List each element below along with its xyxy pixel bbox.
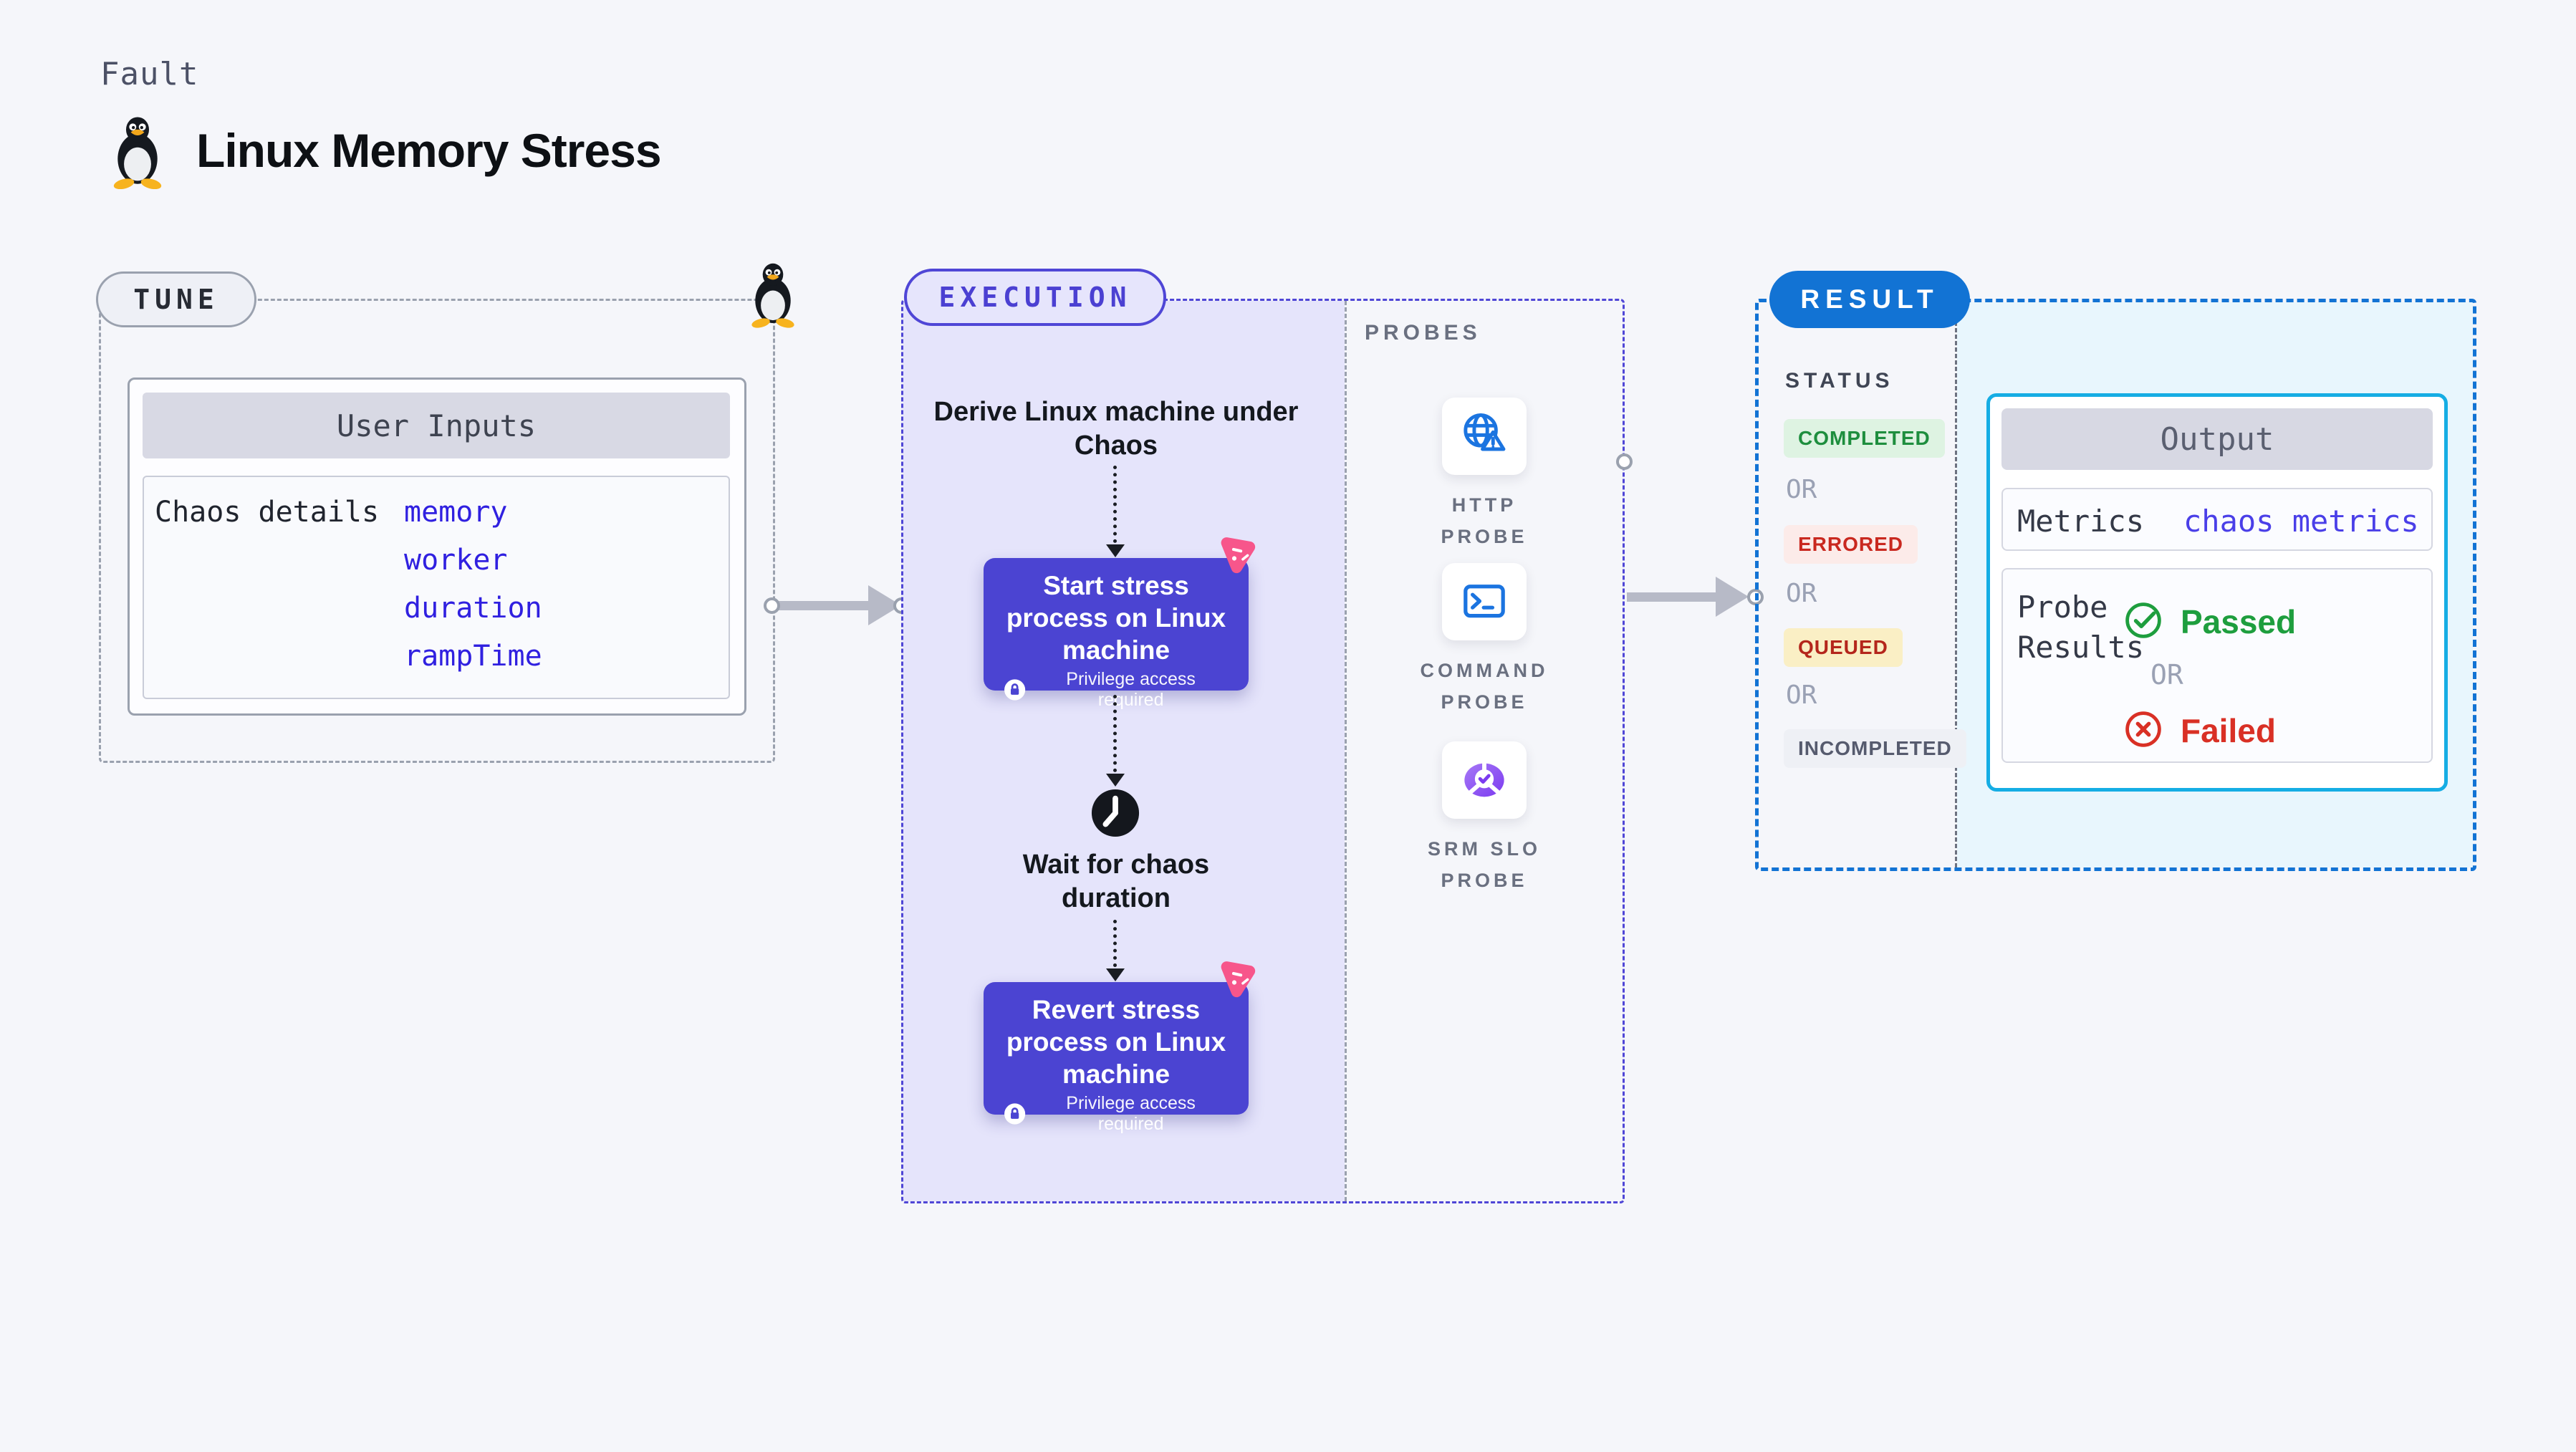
metrics-value: chaos metrics (2183, 504, 2419, 539)
x-circle-icon (2125, 711, 2161, 747)
metrics-row (2001, 488, 2433, 551)
execution-section-frame (901, 299, 1625, 1203)
or-separator: OR (1786, 475, 1817, 504)
probes-divider (1345, 301, 1347, 1201)
tux-penguin-icon (751, 263, 794, 328)
start-stress-node-title: Start stress process on Linux machine (1006, 571, 1226, 665)
status-badge-queued: QUEUED (1784, 628, 1903, 667)
user-inputs-title: User Inputs (143, 393, 730, 458)
chaos-pink-icon (1221, 961, 1256, 998)
tune-pill: TUNE (96, 271, 256, 327)
privilege-row: Privilege access required (1004, 1093, 1229, 1135)
or-separator: OR (2150, 659, 2183, 691)
lock-icon (1004, 679, 1026, 701)
derive-step-text: Derive Linux machine under Chaos (933, 397, 1299, 461)
flow-dotted-line (1113, 466, 1117, 543)
privilege-text: Privilege access required (1066, 1093, 1196, 1134)
input-value-worker: worker (404, 544, 508, 577)
or-separator: OR (1786, 681, 1817, 710)
status-label: STATUS (1785, 369, 1894, 393)
execution-pill: EXECUTION (904, 269, 1166, 326)
srm-slo-probe-card (1442, 741, 1527, 819)
flow-arrowhead (1106, 968, 1125, 981)
probe-results-label: Probe Results (2017, 590, 2145, 665)
slo-pie-check-icon (1464, 761, 1504, 797)
status-badge-completed: COMPLETED (1784, 419, 1945, 458)
flow-arrowhead (1106, 544, 1125, 557)
input-value-duration: duration (404, 592, 542, 625)
connector-dot (1616, 453, 1633, 470)
check-circle-icon (2125, 602, 2161, 638)
passed-text: Passed (2181, 603, 2297, 640)
failed-text: Failed (2181, 712, 2276, 749)
or-separator: OR (1786, 579, 1817, 608)
flow-dotted-line (1113, 920, 1117, 967)
status-badge-errored: ERRORED (1784, 525, 1918, 564)
result-divider (1955, 302, 1957, 867)
result-section-frame (1755, 299, 2476, 871)
revert-stress-node-title: Revert stress process on Linux machine (1006, 995, 1226, 1089)
input-value-rampTime: rampTime (404, 640, 542, 673)
terminal-icon (1464, 585, 1505, 618)
input-value-memory: memory (404, 496, 508, 529)
metrics-label: Metrics (2017, 504, 2145, 539)
http-probe-label: HTTP PROBE (1441, 494, 1528, 547)
tux-penguin-icon (113, 117, 162, 189)
tune-section-frame (99, 299, 775, 763)
connector-dot (764, 597, 780, 614)
execution-to-result-arrowhead (1716, 577, 1749, 617)
start-stress-node: Start stress process on Linux machine Pr… (984, 558, 1249, 710)
revert-stress-node: Revert stress process on Linux machine P… (984, 982, 1249, 1134)
privilege-text: Privilege access required (1066, 669, 1196, 710)
clock-icon (1091, 789, 1140, 837)
fault-kicker: Fault (100, 56, 199, 92)
probe-results-row (2001, 568, 2433, 763)
flow-dotted-line (1113, 695, 1117, 772)
command-probe-label: COMMAND PROBE (1420, 660, 1549, 713)
chaos-pink-icon (1221, 537, 1256, 574)
tune-to-execution-arrow (777, 601, 871, 610)
globe-warning-icon (1464, 413, 1506, 451)
srm-slo-probe-label: SRM SLO PROBE (1427, 838, 1541, 891)
command-probe-card (1442, 563, 1527, 640)
probes-label: PROBES (1365, 321, 1481, 345)
wait-step-text: Wait for chaos duration (1022, 850, 1210, 913)
flow-arrowhead (1106, 774, 1125, 787)
user-inputs-table (143, 476, 730, 699)
page-title: Linux Memory Stress (196, 124, 662, 177)
status-badge-incompleted: INCOMPLETED (1784, 729, 1966, 768)
output-title: Output (2001, 408, 2433, 470)
lock-icon (1004, 1103, 1026, 1125)
http-probe-card (1442, 398, 1527, 475)
result-pill: RESULT (1769, 271, 1970, 328)
privilege-row: Privilege access required (1004, 669, 1229, 711)
execution-to-result-arrow (1627, 592, 1719, 602)
chaos-details-label: Chaos details (155, 496, 380, 529)
